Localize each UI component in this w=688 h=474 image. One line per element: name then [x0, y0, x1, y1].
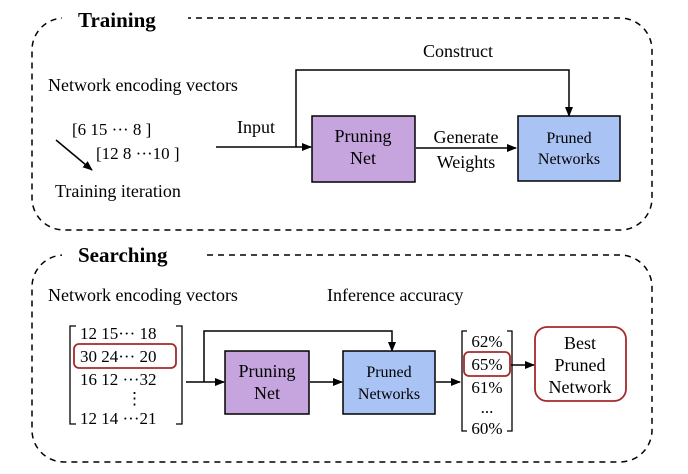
searching-vectors-label: Network encoding vectors: [48, 285, 238, 305]
accuracy-ellipsis: ...: [481, 398, 494, 417]
training-pruned-networks: Pruned Networks: [517, 115, 621, 182]
matrix-row-3: 16 12 ···32: [80, 370, 156, 389]
training-title-bg: [62, 6, 188, 32]
searching-pruning-net: Pruning Net: [224, 350, 310, 415]
search-construct-arrow: [203, 330, 396, 382]
training-vector-row-1: [6 15 ··· 8 ]: [72, 120, 151, 139]
training-title: Training: [78, 8, 156, 32]
accuracy-1: 62%: [471, 332, 502, 351]
best-accuracy-highlight: [463, 351, 511, 377]
accuracy-2: 65%: [471, 355, 502, 374]
searching-pruning-net-line-2: Net: [254, 383, 280, 403]
inference-accuracy-label: Inference accuracy: [327, 285, 463, 305]
training-pruned-networks-box: [517, 115, 621, 182]
searching-pruned-networks-line-2: Networks: [358, 386, 420, 403]
iteration-arrow: [55, 139, 93, 171]
best-line-1: Best: [564, 333, 596, 353]
matrix-row-ellipsis: ⋮: [126, 389, 143, 408]
training-panel: Training Network encoding vectors [6 15 …: [31, 6, 653, 231]
construct-arrow: [295, 69, 573, 147]
generate-label: Generate: [434, 127, 499, 147]
training-iteration-label: Training iteration: [55, 181, 181, 201]
searching-pruning-net-line-1: Pruning: [238, 361, 295, 381]
best-pruned-network: Best Pruned Network: [534, 326, 627, 402]
training-pruned-networks-line-1: Pruned: [546, 130, 591, 147]
training-panel-border: [31, 17, 653, 231]
construct-label: Construct: [423, 41, 493, 61]
matrix-row-2: 30 24··· 20: [80, 347, 156, 366]
input-label: Input: [237, 117, 275, 137]
training-pruning-net-box: [311, 115, 416, 183]
accuracy-3: 61%: [471, 378, 502, 397]
best-pruned-network-box: [534, 326, 627, 402]
searching-pruned-networks: Pruned Networks: [342, 350, 436, 415]
matrix-row-5: 12 14 ···21: [80, 409, 156, 428]
training-pruning-net-line-2: Net: [350, 148, 376, 168]
searching-panel: Searching Network encoding vectors Infer…: [31, 241, 653, 463]
searching-panel-border: [31, 254, 653, 463]
matrix-row-1: 12 15··· 18: [80, 324, 156, 343]
best-line-3: Network: [549, 377, 612, 397]
training-vectors-label: Network encoding vectors: [48, 75, 238, 95]
training-pruning-net: Pruning Net: [311, 115, 416, 183]
matrix-left-bracket: [69, 325, 76, 425]
training-vector-row-2: [12 8 ···10 ]: [96, 144, 180, 163]
searching-title-bg: [62, 241, 202, 269]
matrix-right-bracket: [176, 325, 183, 425]
training-pruning-net-line-1: Pruning: [334, 126, 391, 146]
searching-pruned-networks-line-1: Pruned: [366, 364, 411, 381]
weights-label: Weights: [437, 152, 496, 172]
accuracy-left-bracket: [461, 330, 467, 432]
best-line-2: Pruned: [555, 355, 606, 375]
selected-row-highlight: [73, 343, 177, 369]
training-pruned-networks-line-2: Networks: [538, 151, 600, 168]
accuracy-5: 60%: [471, 419, 502, 438]
searching-title: Searching: [78, 243, 168, 267]
accuracy-right-bracket: [507, 330, 513, 432]
searching-pruned-networks-box: [342, 350, 436, 415]
searching-pruning-net-box: [224, 350, 310, 415]
